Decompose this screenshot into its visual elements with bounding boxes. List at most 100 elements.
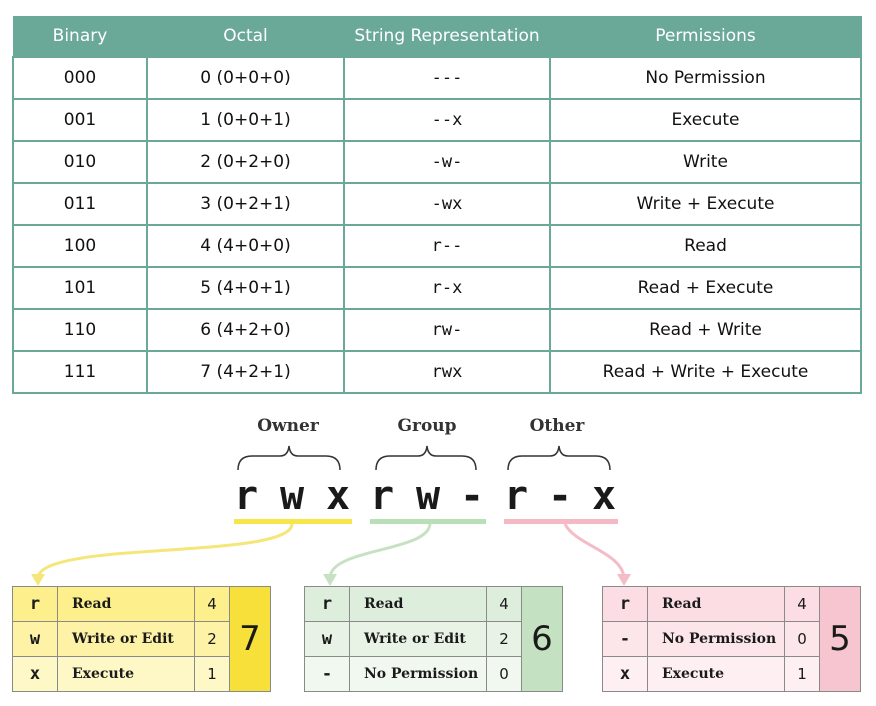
list-item: r Read 4 5 xyxy=(602,586,861,692)
value-cell: 4 xyxy=(486,586,522,622)
table-row: 001 1 (0+0+1) --x Execute xyxy=(12,98,862,142)
octal-cell: 5 (4+0+1) xyxy=(146,266,345,310)
string-cell: -w- xyxy=(343,140,551,184)
octal-cell: 4 (4+0+0) xyxy=(146,224,345,268)
owner-arrow xyxy=(36,523,294,579)
value-cell: 2 xyxy=(486,621,522,657)
octal-cell: 6 (4+2+0) xyxy=(146,308,345,352)
symbol-cell: w xyxy=(304,621,350,657)
group-permission-box: r Read 4 6 w Write or Edit 2 - No Permis… xyxy=(304,586,563,692)
other-char-r: r xyxy=(503,473,529,519)
owner-char-x: x xyxy=(325,473,351,519)
table-row: 000 0 (0+0+0) --- No Permission xyxy=(12,56,862,100)
list-item: r Read 4 7 xyxy=(12,586,271,692)
binary-cell: 010 xyxy=(12,140,148,184)
other-char-dash: - xyxy=(547,473,573,519)
description-cell: Write or Edit xyxy=(349,621,487,657)
permission-cell: Read + Write xyxy=(549,308,862,352)
description-cell: Read xyxy=(349,586,487,622)
group-total: 6 xyxy=(521,586,563,692)
owner-arrowhead xyxy=(31,574,45,586)
description-cell: No Permission xyxy=(349,656,487,692)
other-underline xyxy=(504,519,618,524)
list-item: x Execute 1 xyxy=(12,656,271,692)
group-char-w: w xyxy=(415,473,441,519)
header-binary: Binary xyxy=(12,16,148,57)
permission-cell: Read xyxy=(549,224,862,268)
group-arrow xyxy=(328,523,432,579)
string-cell: rw- xyxy=(343,308,551,352)
octal-cell: 1 (0+0+1) xyxy=(146,98,345,142)
binary-cell: 110 xyxy=(12,308,148,352)
table-row: 111 7 (4+2+1) rwx Read + Write + Execute xyxy=(12,350,862,394)
header-permissions: Permissions xyxy=(549,16,862,57)
octal-cell: 2 (0+2+0) xyxy=(146,140,345,184)
symbol-cell: - xyxy=(304,656,350,692)
other-permission-box: r Read 4 5 - No Permission 0 x Execute 1 xyxy=(602,586,861,692)
binary-cell: 000 xyxy=(12,56,148,100)
value-cell: 0 xyxy=(486,656,522,692)
permission-cell: Write + Execute xyxy=(549,182,862,226)
permission-cell: Write xyxy=(549,140,862,184)
other-arrow xyxy=(563,523,626,579)
group-underline xyxy=(370,519,486,524)
owner-brace xyxy=(237,445,341,471)
owner-label: Owner xyxy=(257,416,319,436)
group-brace xyxy=(375,445,477,471)
group-char-r: r xyxy=(369,473,395,519)
permission-cell: No Permission xyxy=(549,56,862,100)
owner-permission-box: r Read 4 7 w Write or Edit 2 x Execute 1 xyxy=(12,586,271,692)
header-octal: Octal xyxy=(146,16,345,57)
list-item: r Read 4 6 xyxy=(304,586,563,692)
description-cell: Read xyxy=(647,586,785,622)
owner-total: 7 xyxy=(229,586,271,692)
symbol-cell: r xyxy=(12,586,58,622)
binary-cell: 001 xyxy=(12,98,148,142)
value-cell: 1 xyxy=(784,656,820,692)
string-cell: --- xyxy=(343,56,551,100)
other-total: 5 xyxy=(819,586,861,692)
string-cell: r-x xyxy=(343,266,551,310)
binary-cell: 111 xyxy=(12,350,148,394)
octal-cell: 0 (0+0+0) xyxy=(146,56,345,100)
symbol-cell: w xyxy=(12,621,58,657)
value-cell: 2 xyxy=(194,621,230,657)
table-row: 010 2 (0+2+0) -w- Write xyxy=(12,140,862,184)
octal-cell: 3 (0+2+1) xyxy=(146,182,345,226)
octal-cell: 7 (4+2+1) xyxy=(146,350,345,394)
other-label: Other xyxy=(529,416,585,436)
value-cell: 4 xyxy=(194,586,230,622)
symbol-cell: - xyxy=(602,621,648,657)
binary-cell: 101 xyxy=(12,266,148,310)
table-row: 100 4 (4+0+0) r-- Read xyxy=(12,224,862,268)
table-row: 011 3 (0+2+1) -wx Write + Execute xyxy=(12,182,862,226)
string-cell: --x xyxy=(343,98,551,142)
permission-table: Binary Octal String Representation Permi… xyxy=(12,16,862,394)
table-row: 101 5 (4+0+1) r-x Read + Execute xyxy=(12,266,862,310)
description-cell: Write or Edit xyxy=(57,621,195,657)
list-item: - No Permission 0 xyxy=(304,656,563,692)
owner-char-r: r xyxy=(233,473,259,519)
table-row: 110 6 (4+2+0) rw- Read + Write xyxy=(12,308,862,352)
string-cell: rwx xyxy=(343,350,551,394)
symbol-cell: x xyxy=(12,656,58,692)
owner-char-w: w xyxy=(279,473,305,519)
description-cell: No Permission xyxy=(647,621,785,657)
permission-cell: Read + Write + Execute xyxy=(549,350,862,394)
other-char-x: x xyxy=(591,473,617,519)
header-string-representation: String Representation xyxy=(343,16,551,57)
symbol-cell: r xyxy=(602,586,648,622)
symbol-cell: x xyxy=(602,656,648,692)
description-cell: Execute xyxy=(647,656,785,692)
string-cell: r-- xyxy=(343,224,551,268)
other-brace xyxy=(507,445,611,471)
description-cell: Execute xyxy=(57,656,195,692)
binary-cell: 100 xyxy=(12,224,148,268)
binary-cell: 011 xyxy=(12,182,148,226)
group-arrowhead xyxy=(323,574,337,586)
other-arrowhead xyxy=(617,574,631,586)
owner-underline xyxy=(234,519,352,524)
list-item: x Execute 1 xyxy=(602,656,861,692)
value-cell: 0 xyxy=(784,621,820,657)
